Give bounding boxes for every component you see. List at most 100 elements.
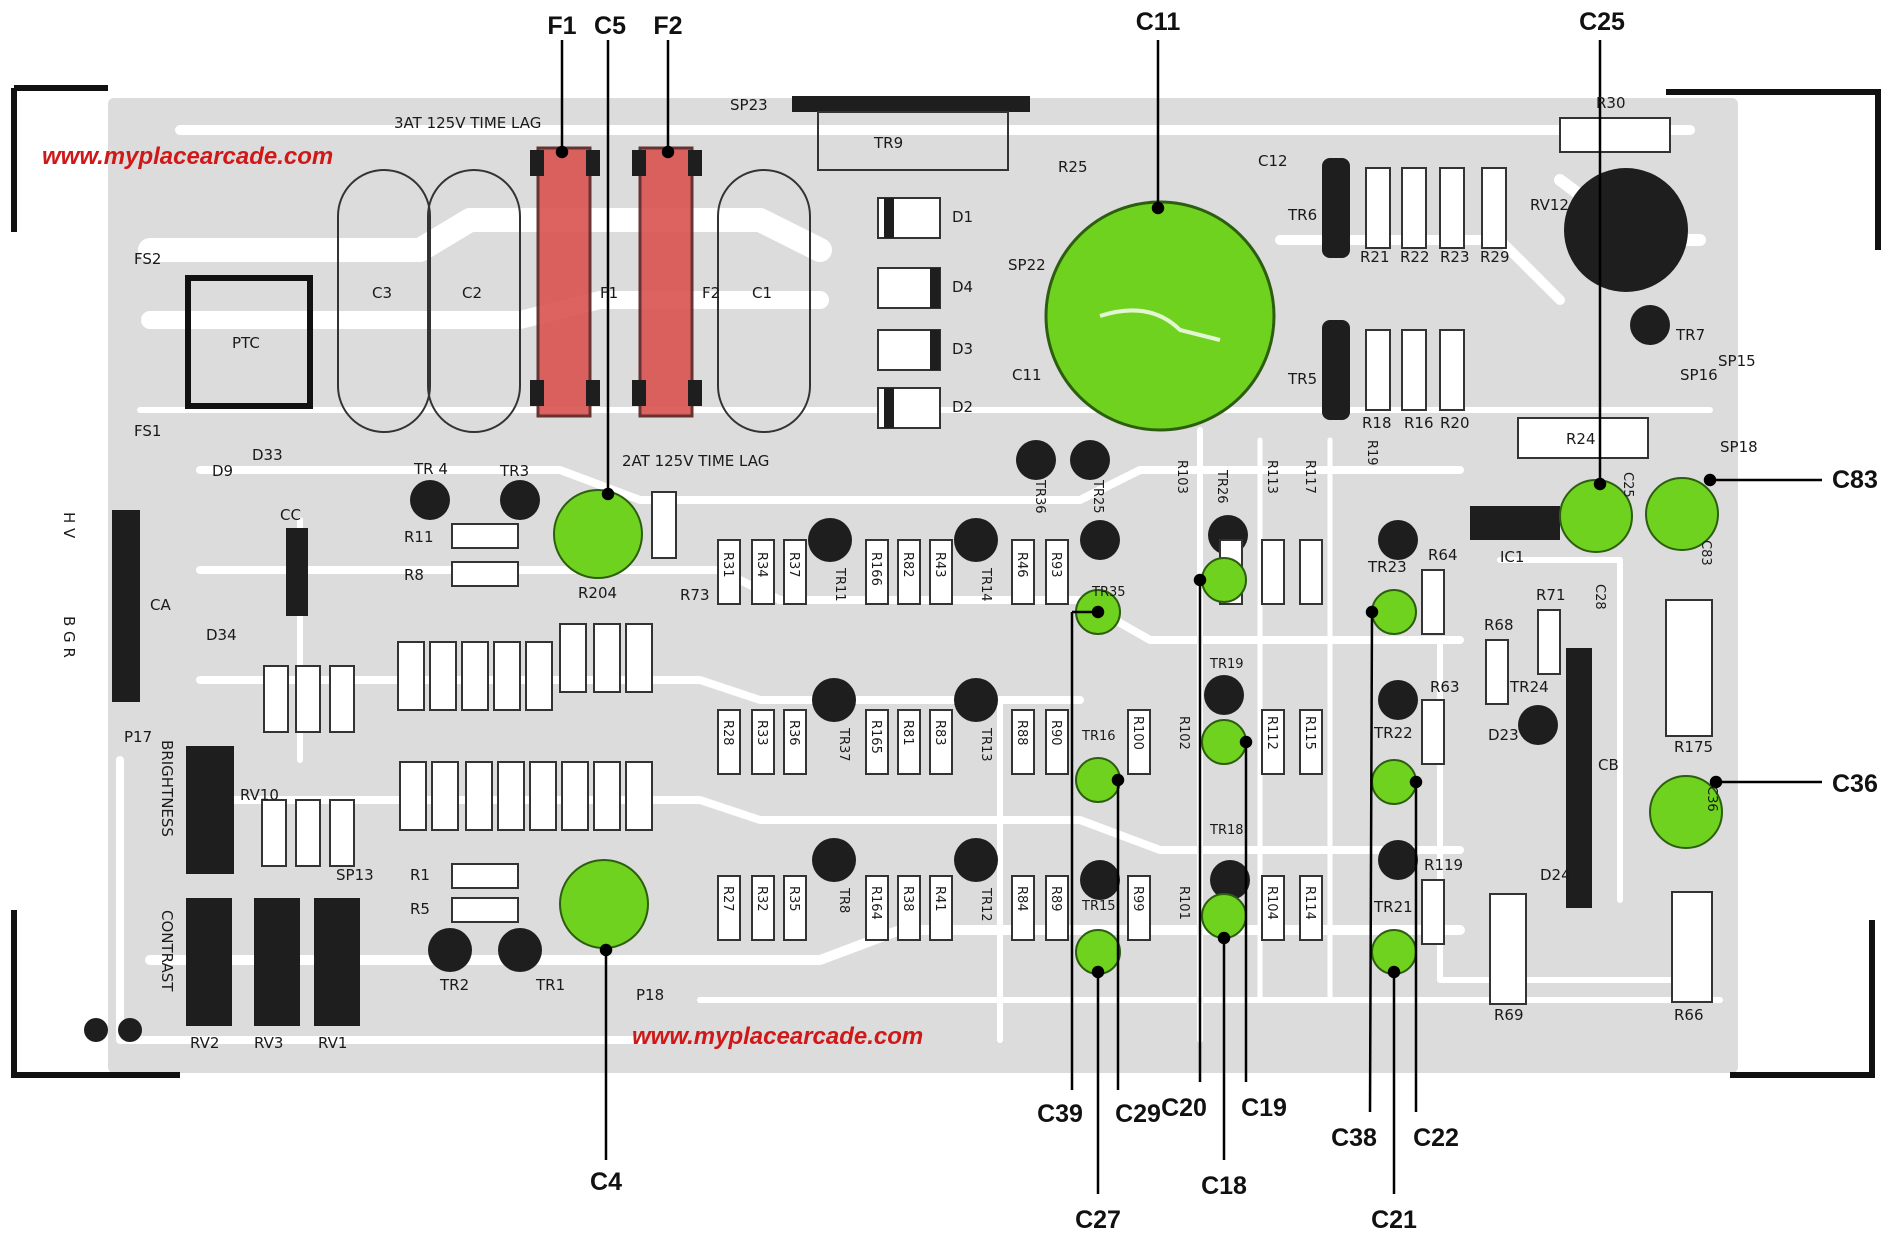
silk-r69: R69 bbox=[1494, 1006, 1524, 1024]
callout-c22: C22 bbox=[1413, 1124, 1459, 1152]
power-transistors-tr5-tr6 bbox=[1322, 158, 1350, 420]
callout-f1: F1 bbox=[547, 12, 576, 40]
silk-tr5: TR5 bbox=[1287, 370, 1317, 388]
silk-r46: R46 bbox=[1014, 552, 1029, 578]
callout-c18: C18 bbox=[1201, 1172, 1247, 1200]
silk-r27: R27 bbox=[720, 886, 735, 912]
silk-c3: C3 bbox=[372, 284, 392, 302]
silk-tr8: TR8 bbox=[836, 887, 851, 913]
silk-r204: R204 bbox=[578, 584, 617, 602]
transistor-tr9-body bbox=[817, 111, 1009, 171]
callout-c36: C36 bbox=[1832, 770, 1878, 798]
resistor-r24-body bbox=[1517, 417, 1649, 459]
silk-r1: R1 bbox=[410, 866, 430, 884]
silk-brightness: BRIGHTNESS bbox=[158, 740, 176, 837]
silk-fuse-rating-top: 3AT 125V TIME LAG bbox=[394, 114, 541, 132]
silk-rv1: RV1 bbox=[318, 1034, 347, 1052]
silk-r35: R35 bbox=[786, 886, 801, 912]
silk-r30: R30 bbox=[1596, 94, 1626, 112]
silk-tr16: TR16 bbox=[1081, 729, 1116, 744]
silk-tr22: TR22 bbox=[1373, 724, 1413, 742]
capacitor-c18-highlight bbox=[1201, 893, 1247, 939]
heatsink-tr9 bbox=[792, 96, 1030, 112]
silk-tr19: TR19 bbox=[1209, 657, 1244, 672]
callout-c21: C21 bbox=[1371, 1206, 1417, 1233]
corner-mark-top-left bbox=[11, 85, 108, 232]
silk-tr1: TR1 bbox=[535, 976, 565, 994]
silk-r164: R164 bbox=[868, 886, 883, 920]
silk-r29: R29 bbox=[1480, 248, 1510, 266]
capacitor-c19-highlight bbox=[1201, 719, 1247, 765]
capacitor-c22-highlight bbox=[1371, 759, 1417, 805]
silk-d33: D33 bbox=[252, 446, 283, 464]
silk-r11: R11 bbox=[404, 528, 434, 546]
corner-mark-top-right bbox=[1666, 89, 1881, 250]
silk-tr23: TR23 bbox=[1367, 558, 1407, 576]
silk-tr9: TR9 bbox=[873, 134, 903, 152]
silk-tr15: TR15 bbox=[1081, 899, 1116, 914]
small-transistors bbox=[84, 305, 1670, 1042]
capacitor-c1 bbox=[717, 169, 811, 433]
silk-ic1: IC1 bbox=[1500, 548, 1524, 566]
callout-c83: C83 bbox=[1832, 466, 1878, 494]
capacitor-c3 bbox=[337, 169, 431, 433]
silk-c2: C2 bbox=[462, 284, 482, 302]
silk-r66: R66 bbox=[1674, 1006, 1704, 1024]
callout-c39: C39 bbox=[1037, 1100, 1083, 1128]
callout-f2: F2 bbox=[653, 12, 682, 40]
capacitor-c5-highlight bbox=[553, 489, 643, 579]
silk-r71: R71 bbox=[1536, 586, 1566, 604]
silk-r31: R31 bbox=[720, 552, 735, 578]
capacitor-c38-highlight bbox=[1371, 589, 1417, 635]
silk-c12: C12 bbox=[1258, 152, 1288, 170]
mains-capacitors bbox=[337, 169, 811, 433]
silk-r41: R41 bbox=[932, 886, 947, 912]
silk-r93: R93 bbox=[1048, 552, 1063, 578]
resistor-r30-body bbox=[1559, 117, 1671, 153]
potentiometers bbox=[186, 746, 360, 1026]
silk-d34: D34 bbox=[206, 626, 237, 644]
ic-ic1 bbox=[1470, 506, 1560, 540]
silk-r25: R25 bbox=[1058, 158, 1088, 176]
silk-cb: CB bbox=[1598, 756, 1619, 774]
silk-r28: R28 bbox=[720, 720, 735, 746]
capacitor-c83-highlight bbox=[1645, 477, 1719, 551]
silk-tr36: TR36 bbox=[1032, 479, 1047, 514]
silk-p18: P18 bbox=[636, 986, 664, 1004]
silk-tr21: TR21 bbox=[1373, 898, 1413, 916]
capacitor-c36-highlight bbox=[1649, 775, 1723, 849]
silk-r100: R100 bbox=[1130, 716, 1145, 750]
fuse-f1-highlight bbox=[536, 146, 592, 418]
silk-r16: R16 bbox=[1404, 414, 1434, 432]
silk-rv12: RV12 bbox=[1530, 196, 1569, 214]
silk-c25: C25 bbox=[1620, 472, 1635, 498]
silk-f1: F1 bbox=[600, 284, 618, 302]
callout-c5: C5 bbox=[594, 12, 626, 40]
capacitor-c11-marking bbox=[1099, 308, 1221, 342]
silk-r73: R73 bbox=[680, 586, 710, 604]
silk-r64: R64 bbox=[1428, 546, 1458, 564]
silk-hv: H V bbox=[60, 512, 78, 539]
connector-ca bbox=[112, 510, 140, 702]
silk-rv3: RV3 bbox=[254, 1034, 283, 1052]
silk-r104: R104 bbox=[1264, 886, 1279, 920]
silk-r81: R81 bbox=[900, 720, 915, 746]
silk-d2: D2 bbox=[952, 398, 973, 416]
silk-tr2: TR2 bbox=[439, 976, 469, 994]
silk-r114: R114 bbox=[1302, 886, 1317, 920]
silk-tr37: TR37 bbox=[836, 727, 851, 762]
silk-c36: C36 bbox=[1704, 786, 1719, 812]
silk-r22: R22 bbox=[1400, 248, 1430, 266]
silk-sp23: SP23 bbox=[730, 96, 768, 114]
silk-tr24: TR24 bbox=[1509, 678, 1549, 696]
silk-d9: D9 bbox=[212, 462, 233, 480]
silk-r119: R119 bbox=[1424, 856, 1463, 874]
silk-cc: CC bbox=[280, 506, 301, 524]
corner-mark-bottom-right bbox=[1730, 920, 1875, 1078]
silk-r38: R38 bbox=[900, 886, 915, 912]
silk-r103: R103 bbox=[1174, 460, 1189, 494]
silk-r84: R84 bbox=[1014, 886, 1029, 912]
silk-r68: R68 bbox=[1484, 616, 1514, 634]
watermark-bottom: www.myplacearcade.com bbox=[632, 1023, 923, 1050]
